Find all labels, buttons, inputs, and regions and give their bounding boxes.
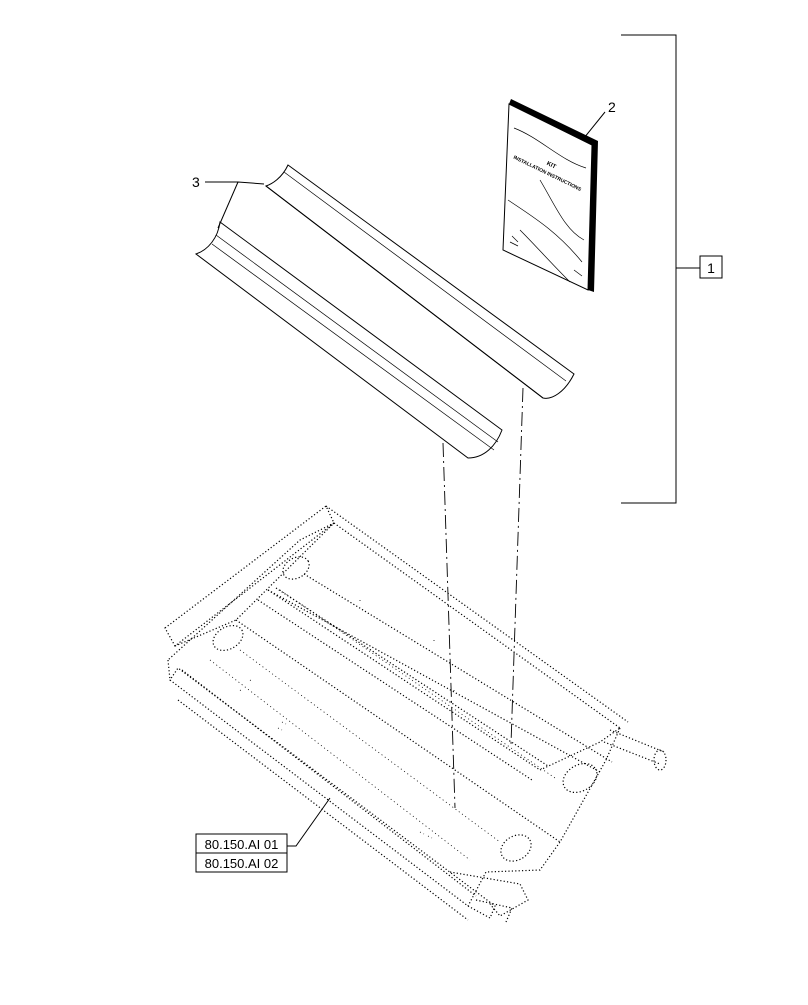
kit-bracket [621, 34, 700, 504]
wear-strip-rear[interactable] [264, 164, 575, 399]
callout-3-label: 3 [192, 174, 200, 190]
reference-leader [287, 797, 331, 847]
callout-1[interactable]: 1 [699, 255, 723, 279]
wear-strip-front[interactable] [194, 221, 503, 459]
instruction-manual[interactable]: KIT INSTALLATION INSTRUCTIONS [502, 99, 598, 292]
reference-box-2[interactable]: 80.150.AI 02 [195, 852, 288, 873]
callout-2[interactable]: 2 [583, 99, 616, 139]
reference-1-label: 80.150.AI 01 [205, 837, 279, 852]
feeder-trough-assembly[interactable] [164, 505, 667, 923]
callout-1-label: 1 [707, 260, 715, 276]
callout-2-label: 2 [608, 99, 616, 115]
manual-title-line-1: KIT [545, 161, 557, 171]
callout-3[interactable]: 3 [192, 174, 265, 229]
reference-box-1[interactable]: 80.150.AI 01 [195, 833, 288, 854]
alignment-lines [442, 387, 524, 809]
reference-2-label: 80.150.AI 02 [205, 856, 279, 871]
